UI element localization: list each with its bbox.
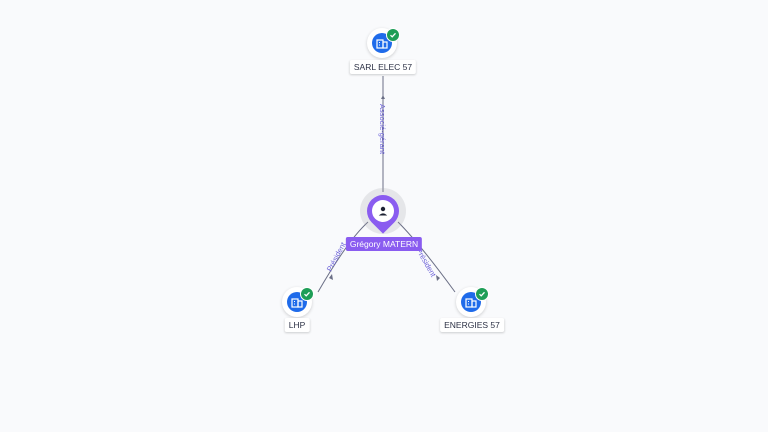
company-label-energies-57[interactable]: ENERGIES 57: [440, 318, 504, 332]
company-label-lhp[interactable]: LHP: [284, 318, 310, 332]
edge-president-lhp[interactable]: Président: [317, 221, 369, 293]
edge-president-energies[interactable]: Président: [397, 221, 456, 293]
edge-arrow-icon: [381, 95, 385, 99]
edge-label-president-energies: Président: [414, 247, 438, 280]
check-icon: [386, 28, 400, 42]
check-icon: [300, 287, 314, 301]
edge-label-president-lhp: Président: [325, 240, 348, 273]
edge-arrow-icon: [329, 274, 333, 280]
person-label[interactable]: Grégory MATERN: [345, 237, 423, 251]
company-label-sarl-elec-57[interactable]: SARL ELEC 57: [349, 60, 417, 74]
edge-arrow-icon: [436, 275, 440, 281]
user-icon: [372, 200, 394, 222]
edge-label-associe-gerant: Associé-gérant: [378, 104, 387, 155]
check-icon: [475, 287, 489, 301]
edge-associe-gerant[interactable]: Associé-gérant: [378, 76, 387, 192]
